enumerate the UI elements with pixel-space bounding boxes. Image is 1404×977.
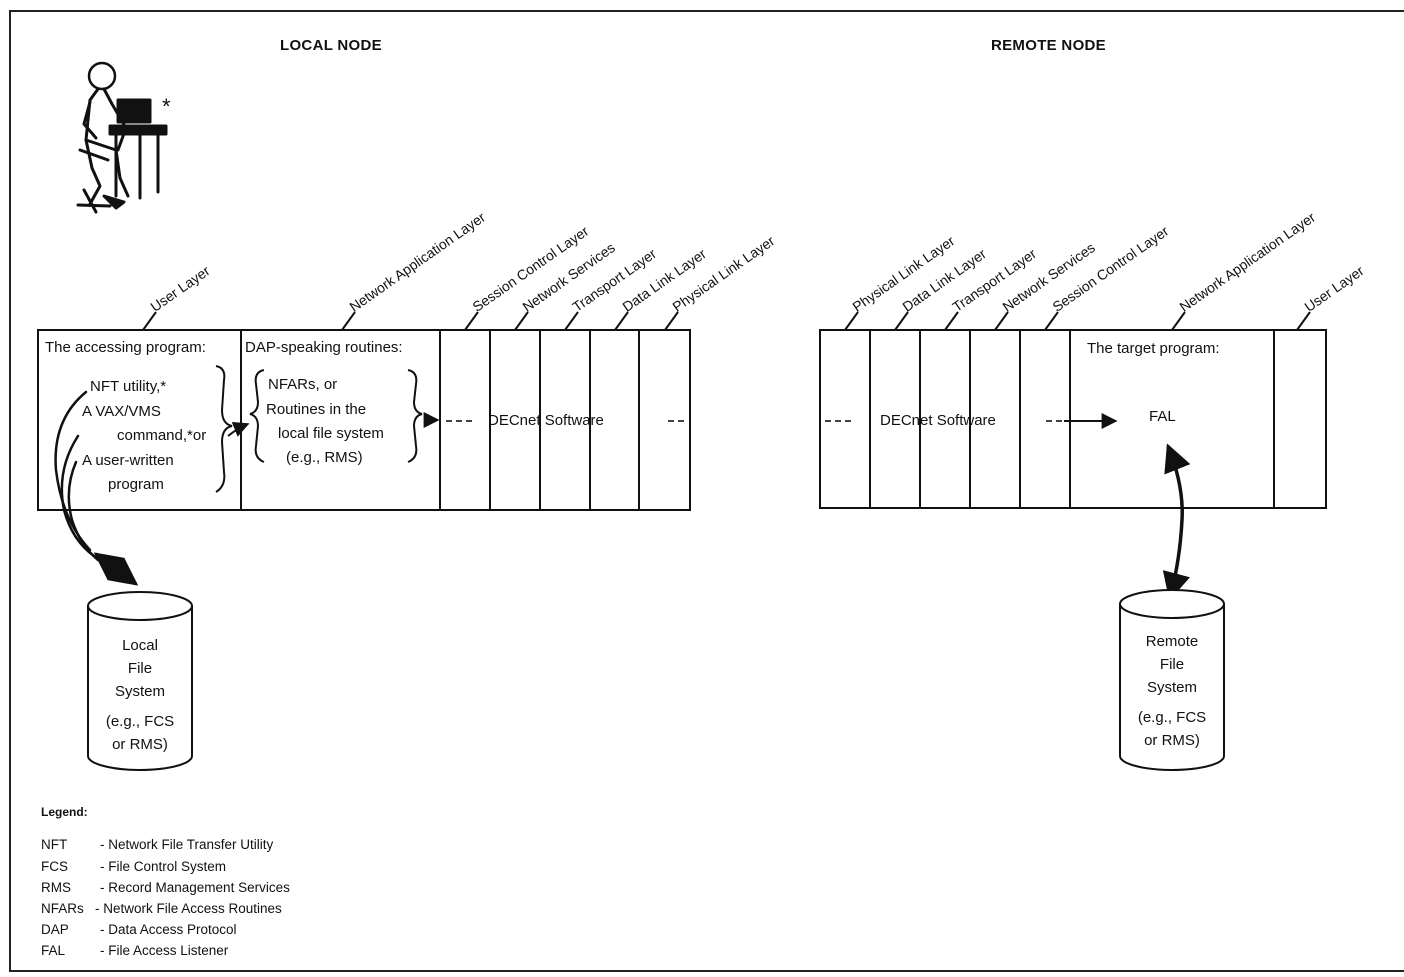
local-layer-ticks	[142, 311, 679, 331]
legend-title: Legend:	[41, 805, 88, 819]
remote-layer-ticks	[844, 311, 1311, 331]
accessing-item-command: command,*or	[117, 427, 207, 444]
accessing-item-vaxvms: A VAX/VMS	[82, 403, 161, 420]
accessing-item-user-written: A user-written	[82, 452, 174, 469]
user-at-terminal-icon	[76, 61, 168, 214]
accessing-item-nft: NFT utility,*	[90, 378, 167, 395]
local-fs-line-5: or RMS)	[112, 736, 168, 753]
local-fs-line-4: (e.g., FCS	[105, 713, 175, 730]
local-fs-line-1: Local	[122, 637, 158, 654]
diagram-frame	[9, 10, 1404, 972]
remote-node-box	[819, 329, 1327, 509]
remote-decnet-software-label: DECnet Software	[880, 412, 996, 429]
local-decnet-software-label: DECnet Software	[488, 412, 604, 429]
legend-desc-dap: - Data Access Protocol	[100, 922, 237, 937]
dap-item-nfars: NFARs, or	[268, 376, 338, 393]
dap-routines-heading: DAP-speaking routines:	[245, 339, 403, 356]
accessing-program-heading: The accessing program:	[45, 339, 206, 356]
remote-fs-line-3: System	[1146, 679, 1198, 696]
accessing-item-program: program	[108, 476, 164, 493]
accessing-to-dap-arrow	[227, 421, 250, 437]
legend-abbr-nfars: NFARs	[41, 901, 84, 916]
remote-fs-line-5: or RMS)	[1144, 732, 1200, 749]
remote-fs-line-2: File	[1159, 656, 1185, 673]
legend-desc-rms: - Record Management Services	[100, 880, 290, 895]
local-file-access-arrows	[54, 390, 100, 562]
local-file-system-cylinder	[87, 591, 193, 771]
local-node-title: LOCAL NODE	[280, 37, 382, 54]
legend-abbr-fal: FAL	[41, 943, 66, 958]
local-fs-arrow	[93, 552, 139, 586]
target-program-heading: The target program:	[1087, 340, 1220, 357]
legend-abbr-rms: RMS	[41, 880, 71, 895]
local-node-box	[37, 329, 691, 511]
remote-fs-line-4: (e.g., FCS	[1137, 709, 1207, 726]
legend-abbr-dap: DAP	[41, 922, 69, 937]
local-fs-line-3: System	[114, 683, 166, 700]
remote-node-title: REMOTE NODE	[991, 37, 1106, 54]
remote-fal-fs-arrow	[1162, 443, 1191, 601]
legend-desc-fal: - File Access Listener	[100, 943, 229, 958]
fal-label: FAL	[1149, 408, 1176, 425]
user-asterisk: *	[162, 94, 171, 119]
dap-item-routines: Routines in the	[266, 401, 367, 418]
dap-item-local-fs: local file system	[278, 425, 384, 442]
legend-desc-nfars: - Network File Access Routines	[95, 901, 282, 916]
local-fs-line-2: File	[127, 660, 153, 677]
legend-abbr-nft: NFT	[41, 837, 68, 852]
remote-file-system-cylinder	[1119, 589, 1225, 771]
legend-desc-nft: - Network File Transfer Utility	[100, 837, 274, 852]
legend-desc-fcs: - File Control System	[100, 859, 227, 874]
legend-abbr-fcs: FCS	[41, 859, 68, 874]
remote-fs-line-1: Remote	[1145, 633, 1199, 650]
dap-item-rms: (e.g., RMS)	[286, 449, 363, 466]
